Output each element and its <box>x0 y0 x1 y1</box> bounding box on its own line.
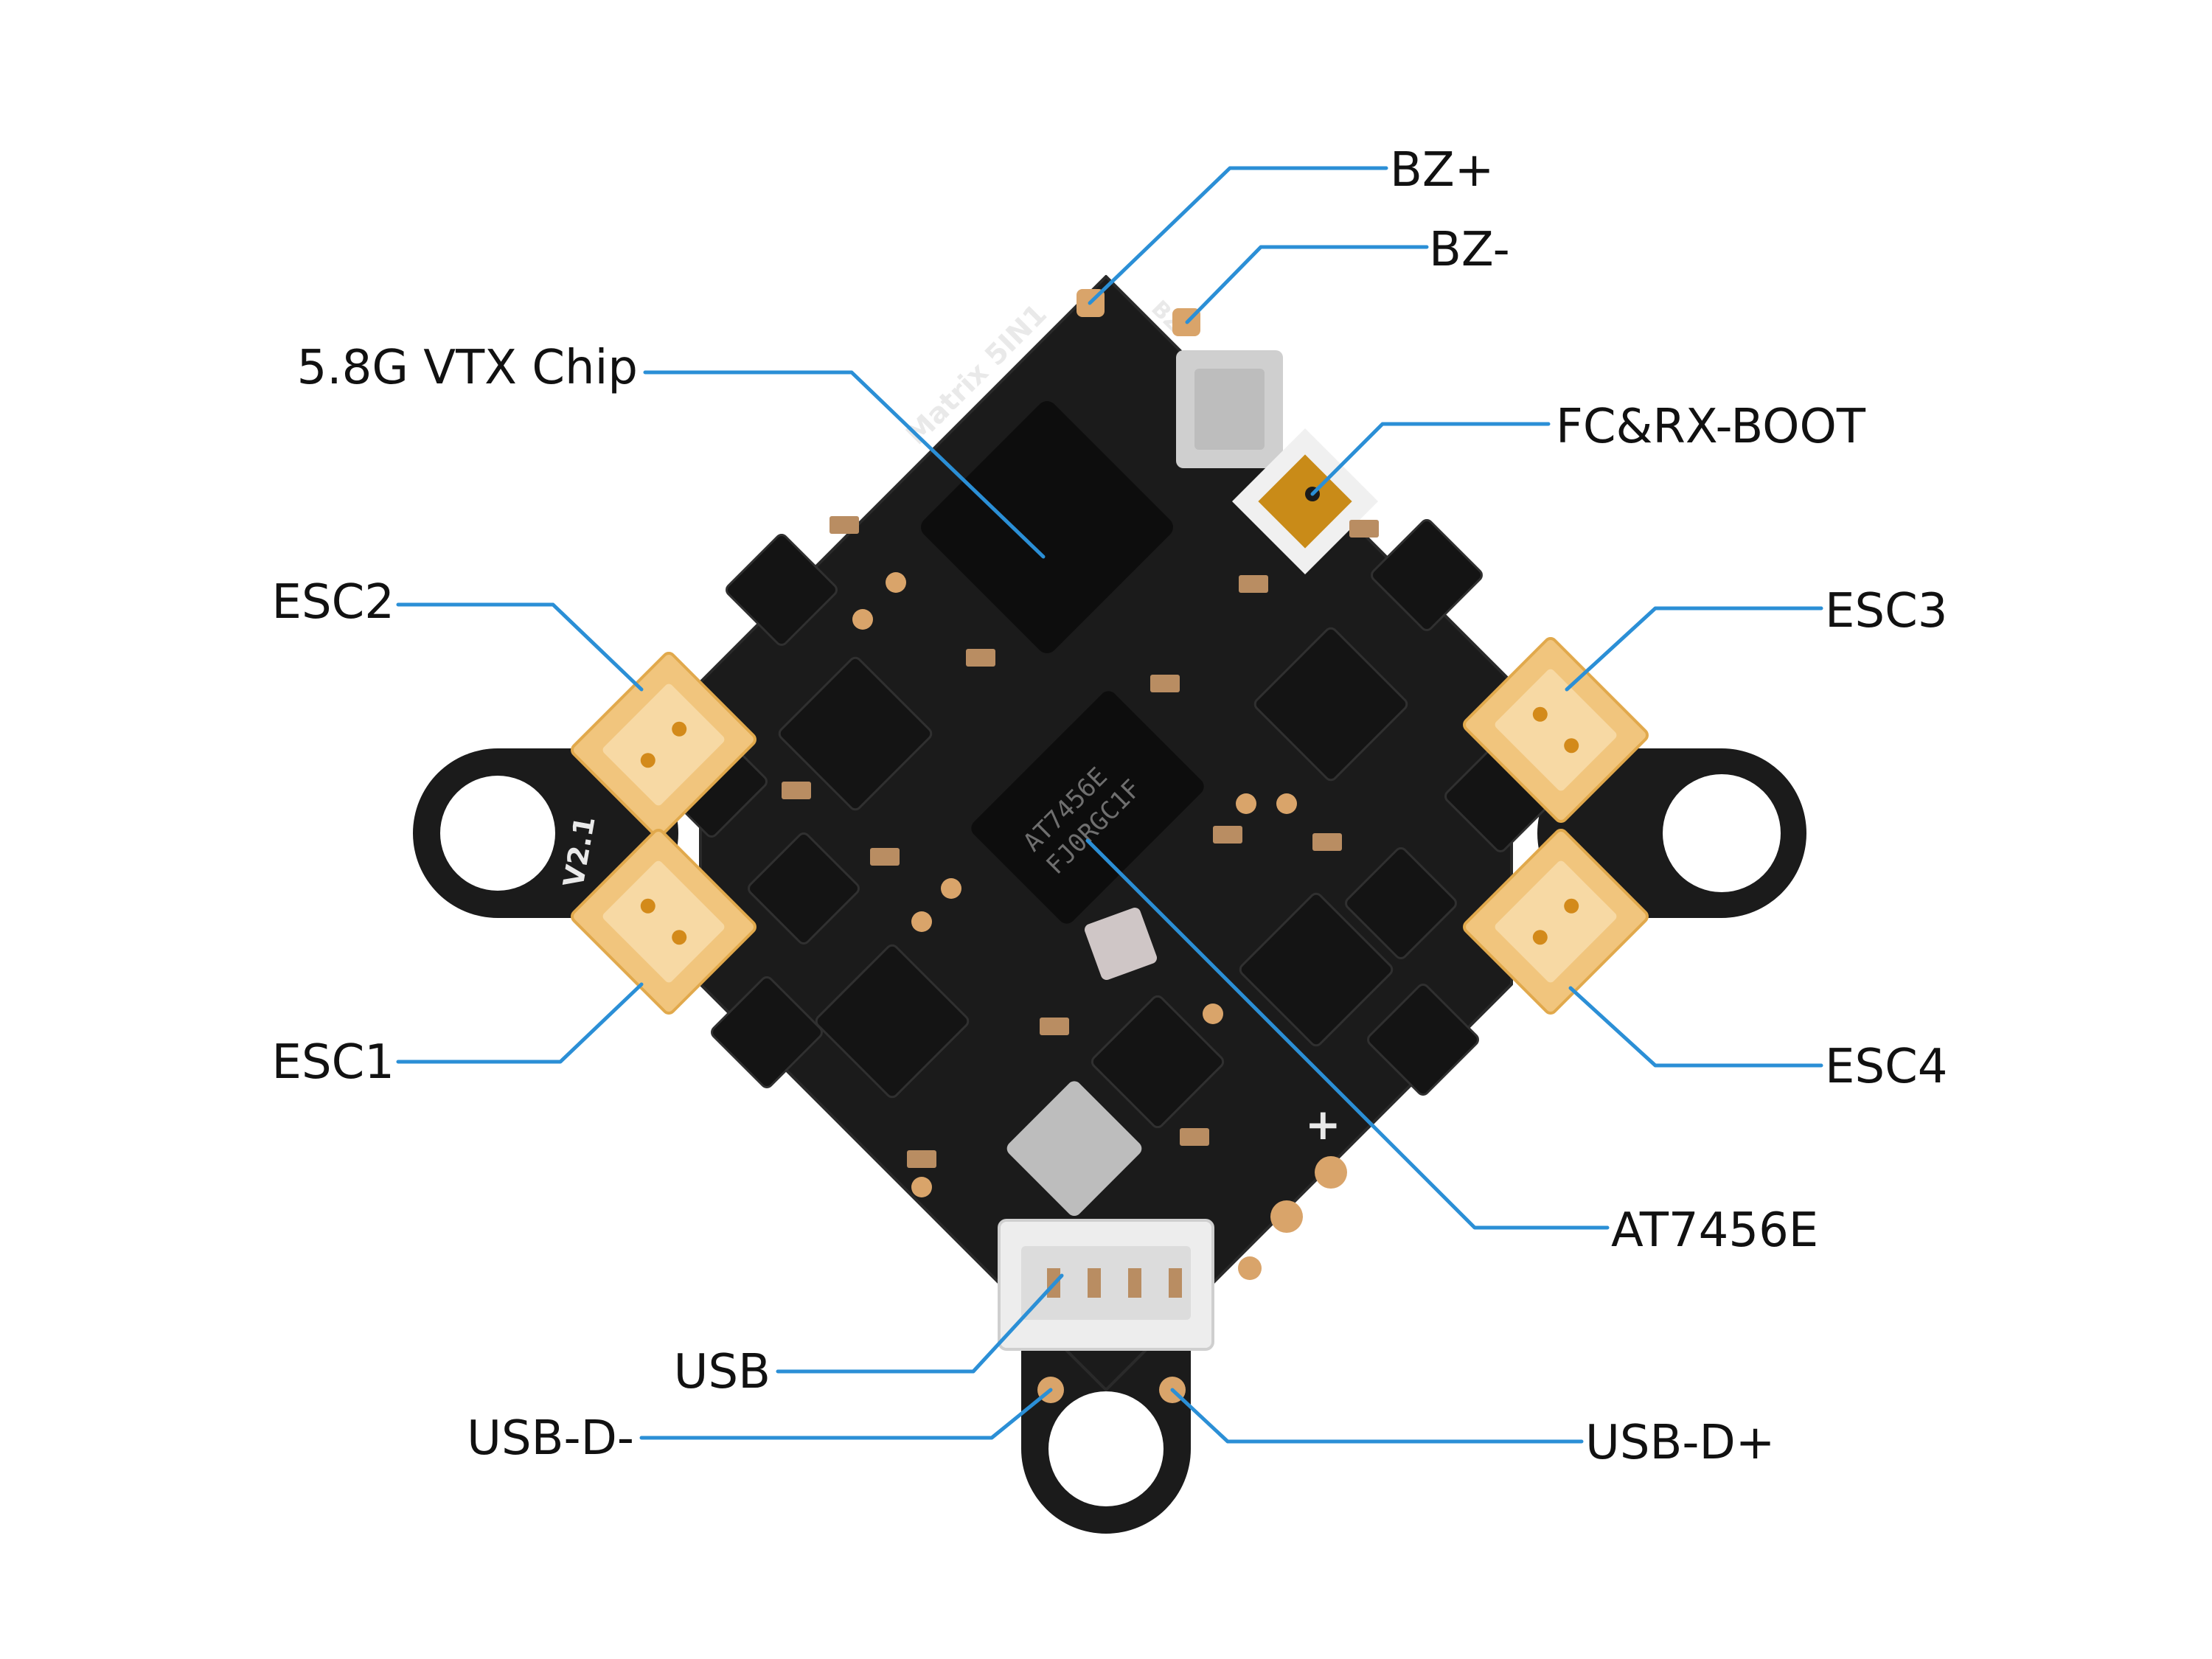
callout-labels: BZ+ BZ- 5.8G VTX Chip FC&RX-BOOT ESC2 ES… <box>272 143 1948 1470</box>
label-bz-plus: BZ+ <box>1390 143 1494 198</box>
esc3-connector <box>1463 637 1649 823</box>
leader-fc-rx-boot <box>1310 422 1551 496</box>
leader-esc4 <box>1568 986 1823 1068</box>
label-esc2: ESC2 <box>272 575 394 630</box>
leader-vtx-chip <box>643 370 1046 559</box>
vtx-chip <box>921 401 1173 653</box>
usb-connector <box>998 1219 1214 1351</box>
label-bz-minus: BZ- <box>1429 223 1510 277</box>
leader-usb-d-plus <box>1170 1388 1584 1444</box>
leader-bz-minus <box>1185 245 1429 324</box>
label-usb-d-minus: USB-D- <box>467 1411 634 1466</box>
round-pads <box>852 572 1347 1280</box>
silkscreen-plus-mark: + <box>1305 1099 1341 1150</box>
esc2-connector <box>571 652 757 838</box>
leader-esc3 <box>1565 606 1823 692</box>
leader-esc1 <box>396 982 644 1064</box>
leader-at7456e <box>1085 838 1610 1230</box>
leader-usb <box>776 1273 1064 1374</box>
label-esc1: ESC1 <box>272 1035 394 1090</box>
label-esc4: ESC4 <box>1825 1040 1947 1094</box>
label-fc-rx-boot: FC&RX-BOOT <box>1556 400 1866 454</box>
passive-components <box>782 516 1379 1168</box>
label-esc3: ESC3 <box>1825 584 1947 639</box>
sensor-chip <box>1084 907 1158 981</box>
leader-lines <box>396 166 1823 1444</box>
leader-usb-d-minus <box>639 1388 1053 1440</box>
leader-bz-plus <box>1088 166 1388 305</box>
label-at7456e: AT7456E <box>1611 1203 1818 1258</box>
inductor <box>1006 1081 1142 1217</box>
svg-text:+: + <box>1305 1099 1341 1150</box>
crystal-oscillator <box>1176 350 1283 468</box>
esc1-connector <box>571 829 757 1015</box>
leader-esc2 <box>396 602 644 692</box>
label-usb-d-plus: USB-D+ <box>1585 1416 1775 1470</box>
label-usb: USB <box>674 1345 771 1399</box>
label-vtx-chip: 5.8G VTX Chip <box>297 341 638 395</box>
osd-chip: AT7456E FJ0RGC1F <box>971 691 1204 924</box>
esc4-connector <box>1463 829 1649 1015</box>
